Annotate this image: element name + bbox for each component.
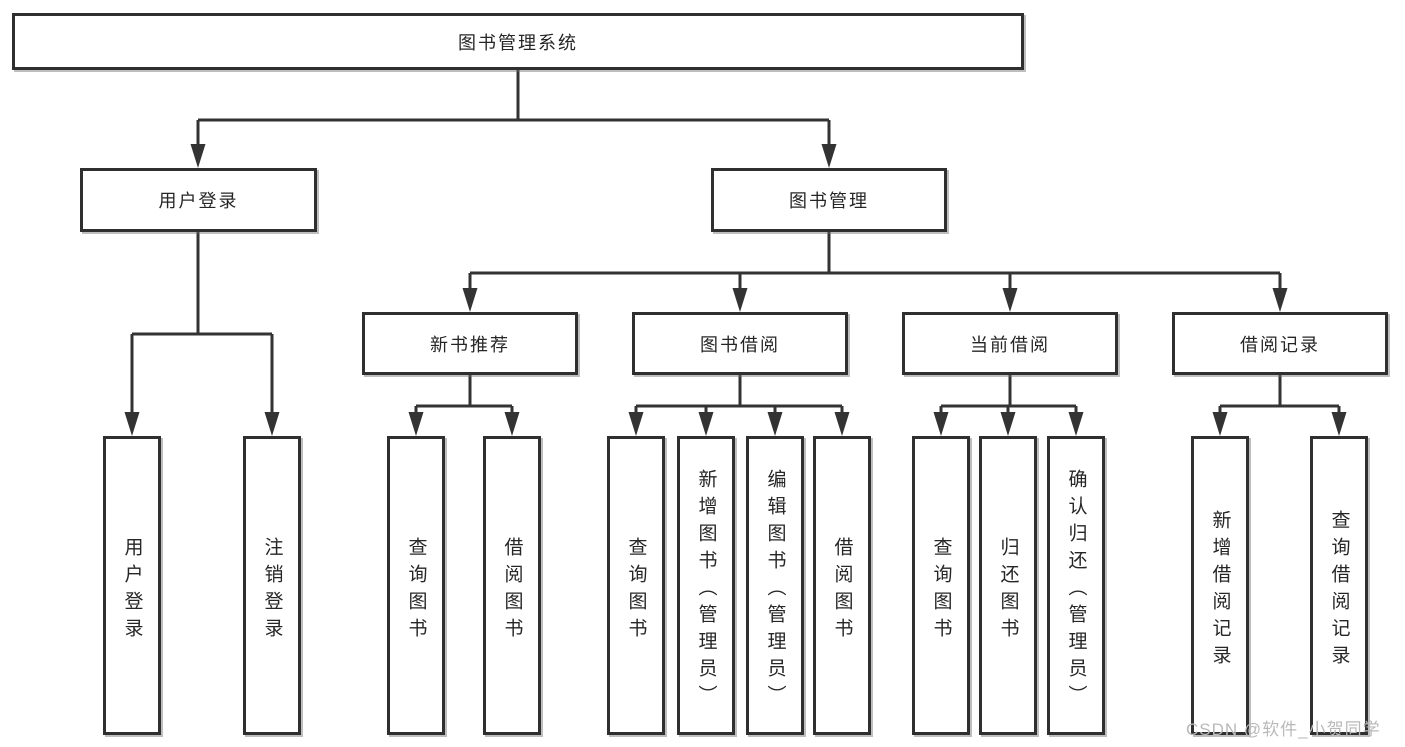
node-library-management-system: 图书管理系统: [12, 13, 1024, 70]
node-user-login-branch: 用户登录: [80, 168, 317, 232]
leaf-add-borrow-record: 新增借阅记录: [1191, 436, 1249, 735]
leaf-query-books-borrow: 查询图书: [607, 436, 665, 735]
csdn-watermark: CSDN @软件_小贺同学: [1186, 720, 1381, 739]
leaf-confirm-return-admin: 确认归还（管理员）: [1047, 436, 1105, 735]
leaf-return-books: 归还图书: [979, 436, 1037, 735]
leaf-query-books-current: 查询图书: [912, 436, 970, 735]
leaf-edit-books-admin: 编辑图书（管理员）: [746, 436, 804, 735]
node-book-borrow: 图书借阅: [632, 312, 848, 375]
node-new-book-recommend: 新书推荐: [362, 312, 578, 375]
node-borrow-records: 借阅记录: [1172, 312, 1388, 375]
leaf-add-books-admin: 新增图书（管理员）: [677, 436, 735, 735]
leaf-user-login: 用户登录: [103, 436, 161, 735]
leaf-borrow-books-recommend: 借阅图书: [483, 436, 541, 735]
leaf-query-borrow-record: 查询借阅记录: [1310, 436, 1368, 735]
leaf-logout: 注销登录: [243, 436, 301, 735]
leaf-borrow-books: 借阅图书: [813, 436, 871, 735]
node-book-management-branch: 图书管理: [711, 168, 947, 232]
leaf-query-books-recommend: 查询图书: [387, 436, 445, 735]
node-current-borrow: 当前借阅: [902, 312, 1118, 375]
